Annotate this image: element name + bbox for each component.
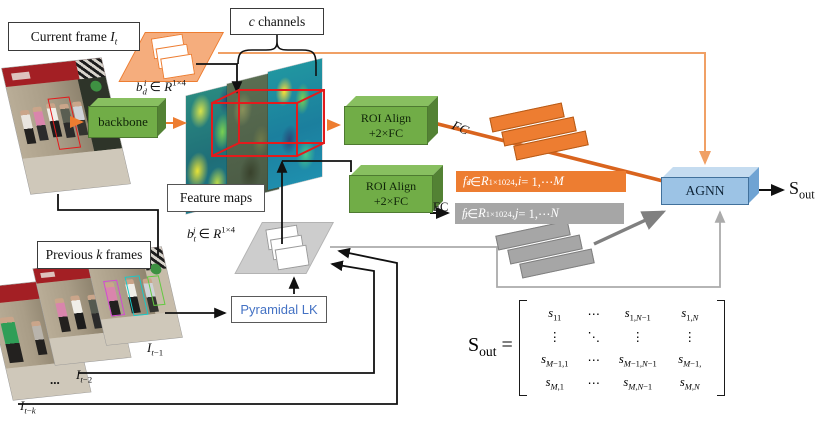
box-top-face	[88, 98, 166, 108]
c-channels-brace	[237, 33, 317, 76]
box-side-face	[156, 98, 166, 138]
wire-detboxes-to-agnn	[218, 52, 711, 165]
roi-align-track-box: ROI Align +2×FC	[349, 165, 443, 213]
matrix-cell: ⋮	[631, 329, 645, 344]
agnn-label: AGNN	[661, 177, 749, 205]
matrix-cell: sM−1,N−1	[618, 352, 657, 369]
similarity-matrix: s11 ⋯ s1,N−1 s1,N ⋮ ⋱ ⋮ ⋮ sM−1,1 ⋯ sM−1,…	[527, 300, 717, 396]
roi-align-track-label: ROI Align +2×FC	[349, 175, 433, 213]
matrix-cell: ⋮	[683, 329, 697, 344]
matrix-cell: sM−1,1	[541, 352, 569, 369]
frame-tk-label: It−k	[20, 398, 36, 416]
current-frame-label: Current frame It	[30, 28, 118, 47]
agnn-box: AGNN	[661, 167, 759, 205]
c-channels-label-box: c channels	[230, 8, 324, 35]
box-side-face	[431, 165, 443, 213]
matrix-right-bracket	[716, 300, 725, 396]
current-frame-label-box: Current frame It	[8, 22, 140, 51]
sout-equation: Sout = s11 ⋯ s1,N−1 s1,N ⋮ ⋱ ⋮ ⋮ sM−1,1 …	[468, 300, 725, 396]
pyramidal-lk-box: Pyramidal LK	[231, 296, 327, 323]
matrix-cell: ⋯	[587, 352, 601, 367]
bd-label: bdi ∈ R1×4	[136, 77, 186, 97]
box-top-face	[344, 96, 438, 108]
box-top-face	[349, 165, 443, 177]
pyramidal-lk-label: Pyramidal LK	[240, 302, 318, 317]
box-top-face	[661, 167, 759, 179]
matrix-cell: sM,N−1	[623, 375, 653, 392]
backbone-box: backbone	[88, 98, 166, 138]
matrix-left-bracket	[518, 300, 527, 396]
frame-dots-label: ...	[50, 372, 60, 387]
arrow-graybars-to-agnn	[593, 210, 667, 246]
wire-trackboxes-to-agnn-bottom	[330, 210, 726, 288]
matrix-cell: s11	[548, 306, 562, 323]
sout-lhs: Sout =	[468, 334, 513, 359]
wire-frames-return-outer	[18, 247, 398, 405]
feature-maps-label: Feature maps	[179, 190, 253, 205]
wire-trackboxes-to-roi2	[282, 160, 352, 172]
backbone-label: backbone	[88, 106, 158, 138]
matrix-cell: sM,N	[679, 375, 700, 392]
c-channels-label: c channels	[248, 13, 306, 29]
wire-currentframe-down	[57, 194, 159, 256]
previous-frames-label: Previous k frames	[45, 247, 143, 262]
bt-label: btj ∈ R1×4	[187, 224, 235, 244]
box-side-face	[426, 96, 438, 145]
roi-line1: ROI Align	[360, 110, 412, 125]
wire-frames-return-inner	[78, 260, 375, 374]
feature-maps-label-box: Feature maps	[167, 184, 265, 212]
roi-line2: +2×FC	[368, 125, 404, 140]
matrix-cell: s1,N	[681, 306, 699, 323]
arrow-detboxes-to-featuremaps	[196, 63, 243, 94]
roi-align-detection-label: ROI Align +2×FC	[344, 106, 428, 145]
sout-output-label: Sout	[789, 178, 815, 202]
matrix-cell: s1,N−1	[624, 306, 651, 323]
box-side-face	[747, 167, 759, 205]
previous-frames-label-box: Previous k frames	[37, 241, 151, 269]
matrix-cell: ⋮	[548, 329, 562, 344]
roi-align-detection-box: ROI Align +2×FC	[344, 96, 438, 145]
matrix-cell: ⋯	[587, 375, 601, 390]
matrix-cell: ⋯	[587, 306, 601, 321]
frame-t2-label: It−2	[76, 367, 93, 385]
frame-t1-label: It−1	[147, 340, 164, 358]
roi-cuboid-wireframe	[211, 89, 325, 157]
matrix-cell: sM,1	[545, 375, 564, 392]
roi-line1: ROI Align	[365, 179, 417, 193]
fc-track-label: FC	[433, 200, 449, 214]
roi-line2: +2×FC	[373, 194, 409, 208]
matrix-cell: sM−1,	[678, 352, 702, 369]
matrix-cell: ⋱	[587, 329, 601, 344]
